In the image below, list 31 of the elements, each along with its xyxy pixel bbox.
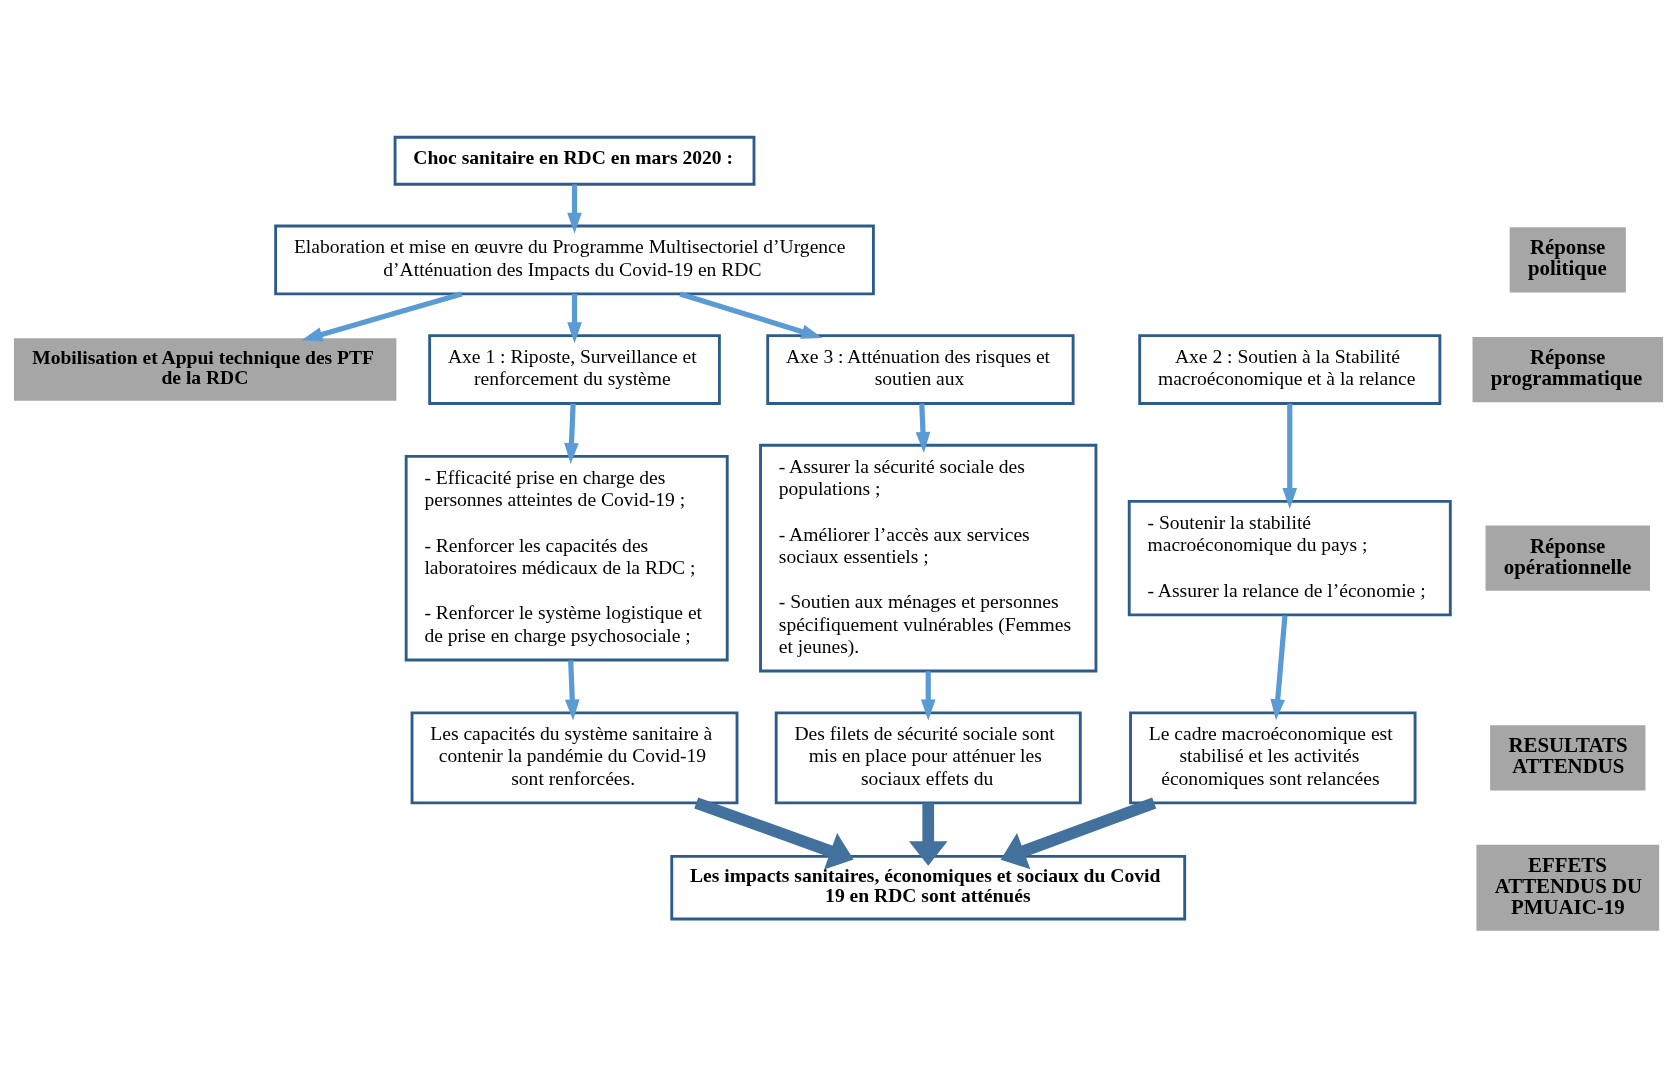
node-box: Les impacts sanitaires, économiques et sociaux du Covid 19 en RDC sont atténués	[670, 854, 1187, 920]
label: RESULTATS ATTENDUS	[1508, 732, 1628, 778]
arrow	[567, 183, 582, 234]
node-box: Les capacités du système sanitaire à contenir la pandémie du Covid-19 sont renforcées.	[410, 710, 739, 804]
arrow	[679, 290, 823, 339]
arrow	[1282, 403, 1298, 509]
arrow	[915, 403, 931, 453]
node-box: Axe 3 : Atténuation des risques et soutien aux	[766, 333, 1075, 405]
node-box: Elaboration et mise en œuvre du Programme Multisectoriel d’Urgence d’Atténuation des Impacts du Covid-19 en RDC	[274, 224, 875, 295]
label: EFFETS ATTENDUS DU PMUAIC-19	[1494, 852, 1643, 919]
arrow	[1000, 796, 1157, 869]
arrow	[301, 290, 463, 342]
label: Réponse programmatique	[1490, 344, 1643, 390]
label: Réponse politique	[1527, 234, 1607, 280]
node-box: - Assurer la sécurité sociale des populations ; - Améliorer l’accès aux services sociaux essentiels ; - Soutien aux ménages et personnes spécifiquement vulnérables (Femmes et jeunes).	[759, 443, 1098, 672]
node-box: Axe 2 : Soutien à la Stabilité macroéconomique et à la relance	[1138, 333, 1442, 405]
arrow	[920, 670, 936, 720]
arrow	[908, 802, 948, 866]
node-box: - Efficacité prise en charge des personnes atteintes de Covid-19 ; - Renforcer les capacités des laboratoires médicaux de la RDC ; - Renforcer le système logistique et de prise en charge psychosociale ;	[404, 454, 729, 661]
arrow	[1270, 614, 1288, 720]
node-box: Axe 1 : Riposte, Surveillance et renforcement du système	[428, 333, 721, 405]
arrow	[694, 796, 854, 869]
arrow	[567, 293, 582, 343]
node-box: Le cadre macroéconomique est stabilisé et les activités économiques sont relancées	[1129, 710, 1417, 804]
node-box: Mobilisation et Appui technique des PTF de la RDC	[13, 337, 397, 401]
node-box: Choc sanitaire en RDC en mars 2020 :	[393, 135, 756, 186]
node-box: - Soutenir la stabilité macroéconomique du pays ; - Assurer la relance de l’économie ;	[1127, 499, 1452, 616]
node-box: Des filets de sécurité sociale sont mis en place pour atténuer les sociaux effets du	[774, 710, 1082, 804]
arrow	[564, 403, 579, 464]
arrow	[564, 659, 580, 720]
label: Réponse opérationnelle	[1503, 533, 1632, 579]
